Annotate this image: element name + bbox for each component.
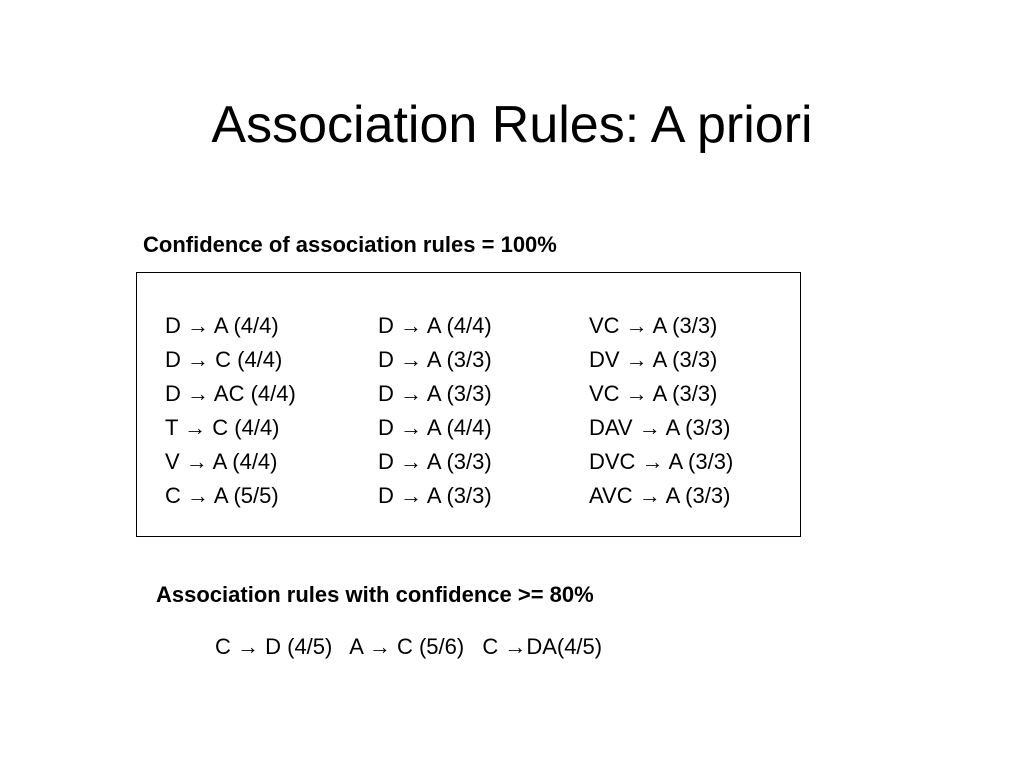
rule-item: D → A (4/4) [165, 313, 279, 338]
rule-item: D → A (3/3) [378, 483, 492, 508]
rules-100-box: D → A (4/4) D → C (4/4) D → AC (4/4) T →… [136, 272, 801, 537]
rule-item: D → A (3/3) [378, 381, 492, 406]
rule-item: DVC → A (3/3) [589, 449, 734, 474]
rule-item: V → A (4/4) [165, 449, 278, 474]
rules-column-1: D → A (4/4) D → C (4/4) D → AC (4/4) T →… [165, 309, 296, 513]
rule-item: AVC → A (3/3) [589, 483, 731, 508]
rule-item: T → C (4/4) [165, 415, 280, 440]
rule-item: D → A (3/3) [378, 347, 492, 372]
slide-title: Association Rules: A priori [211, 96, 813, 154]
rule-item: C →DA(4/5) [482, 634, 603, 659]
rule-item: D → A (4/4) [378, 415, 492, 440]
rule-item: DAV → A (3/3) [589, 415, 731, 440]
rule-item: A → C (5/6) [349, 634, 465, 659]
rules-80-line: C → D (4/5) A → C (5/6) C →DA(4/5) [215, 631, 614, 663]
rule-item: D → A (3/3) [378, 449, 492, 474]
rule-item: D → AC (4/4) [165, 381, 296, 406]
rule-item: VC → A (3/3) [589, 381, 718, 406]
rule-item: D → C (4/4) [165, 347, 283, 372]
rules-column-2: D → A (4/4) D → A (3/3) D → A (3/3) D → … [378, 309, 492, 513]
rule-item: VC → A (3/3) [589, 313, 718, 338]
confidence-100-heading: Confidence of association rules = 100% [143, 232, 557, 257]
rule-item: D → A (4/4) [378, 313, 492, 338]
rule-item: DV → A (3/3) [589, 347, 718, 372]
rules-column-3: VC → A (3/3) DV → A (3/3) VC → A (3/3) D… [589, 309, 733, 513]
rule-item: C → A (5/5) [165, 483, 279, 508]
rule-item: C → D (4/5) [215, 634, 333, 659]
confidence-80-heading: Association rules with confidence >= 80% [156, 582, 594, 607]
